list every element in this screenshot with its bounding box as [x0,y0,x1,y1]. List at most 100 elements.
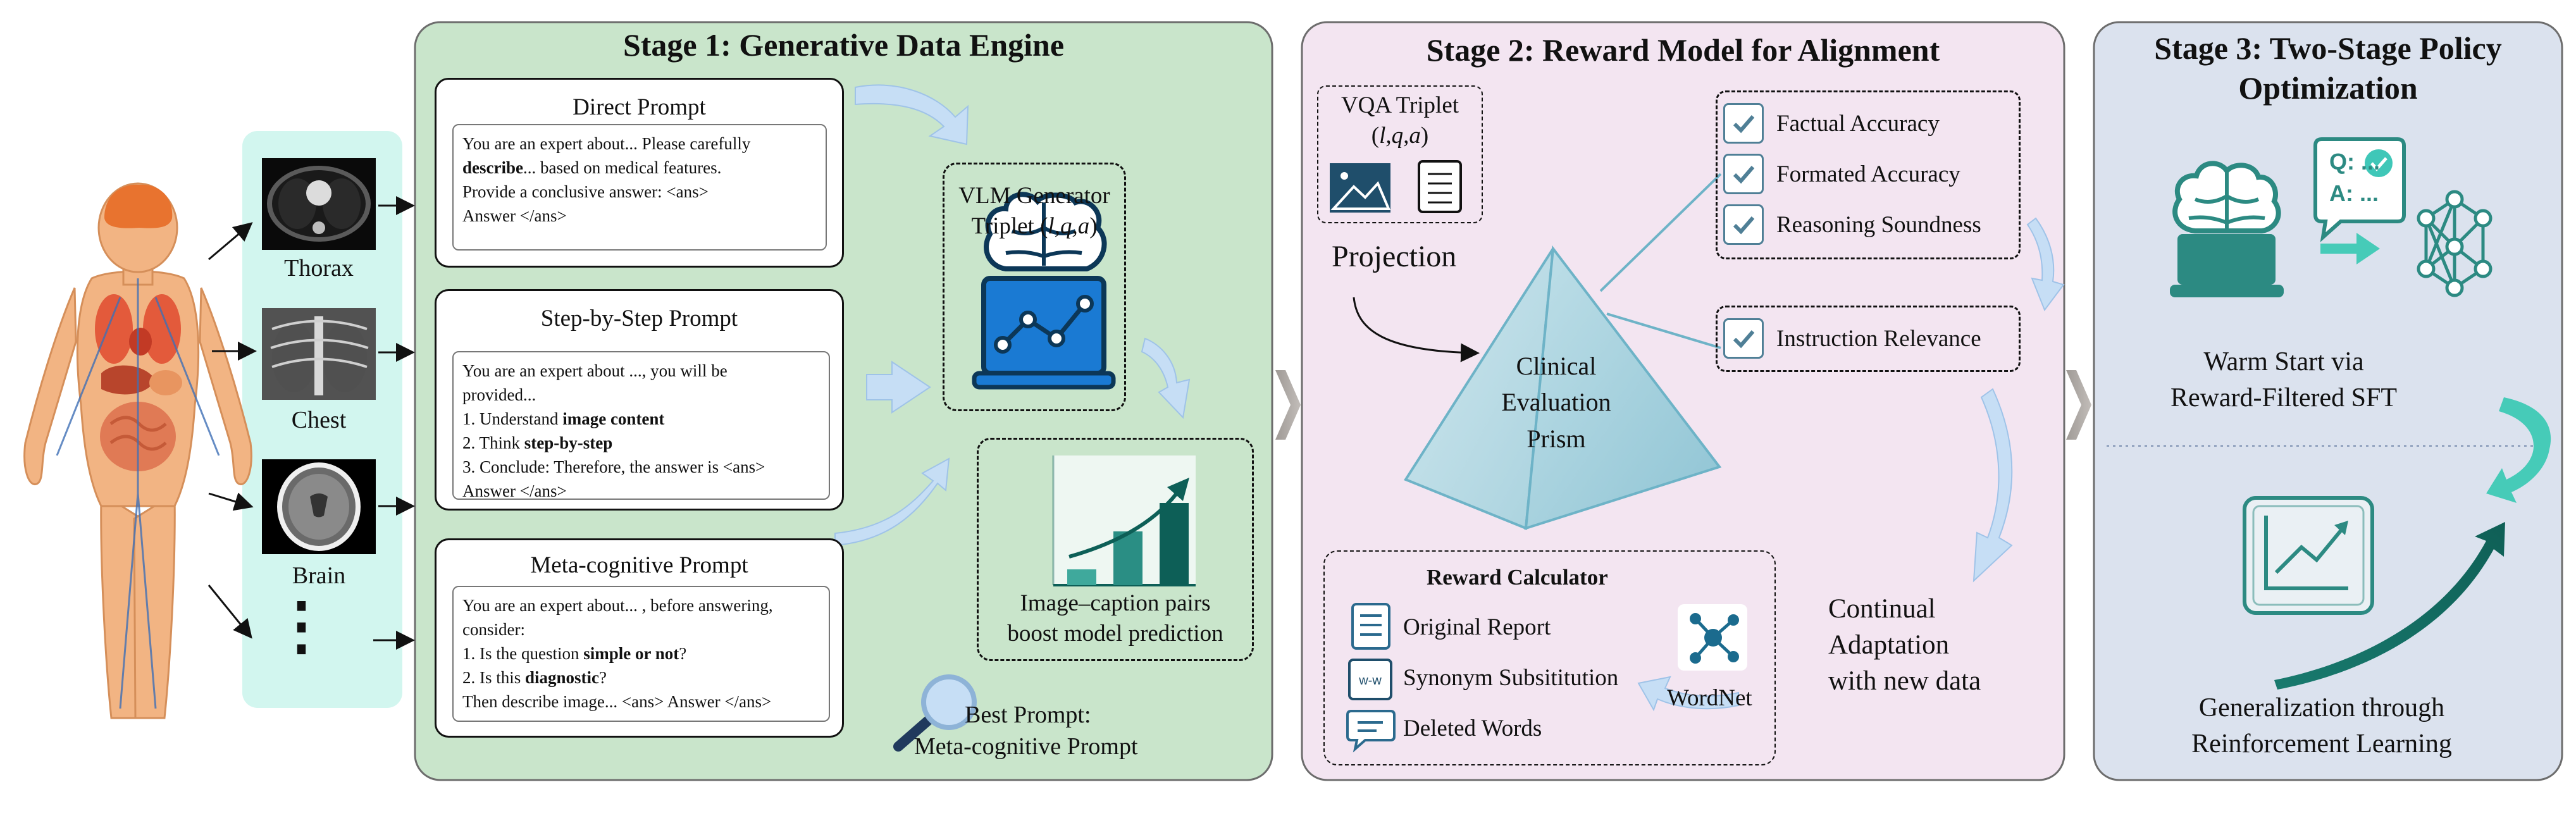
wordnet-network-icon [1678,604,1747,671]
prompt-text: 2. Think [462,433,524,452]
prompt-keyword: step-by-step [524,433,613,452]
instruction-relevance-box [1716,306,2021,372]
chest-xray-image [262,308,376,400]
vqa-triplet-box [1317,85,1483,223]
stage-chevron [2066,370,2091,440]
check-icon [1723,204,1764,245]
bubble-question: Q: ... [2329,149,2380,175]
warm-start-line-2: Reward-Filtered SFT [2170,383,2398,412]
prompt-text: 1. Understand [462,409,563,428]
best-prompt-label: Best Prompt: [965,702,1091,728]
direct-prompt-text: You are an expert about... Please carefu… [452,124,827,251]
criterion-factual-accuracy: Factual Accuracy [1723,103,1940,144]
vlm-generator-label: VLM Generator [958,183,1110,209]
prompt-keyword: diagnostic [525,668,600,687]
bubble-answer: A: ... [2329,180,2379,206]
meta-prompt-title: Meta-cognitive Prompt [530,552,748,578]
check-icon [1723,103,1764,144]
prompt-text: You are an expert about ..., you will be [462,361,728,380]
prompt-keyword: describe [462,158,523,177]
prompt-line: 2. Is this diagnostic? [462,666,820,690]
generalization-line-2: Reinforcement Learning [2191,729,2452,759]
prompt-text: Answer </ans> [462,481,567,500]
clinical-evaluation-prism [1404,245,1722,530]
prompt-text: provided... [462,385,536,404]
caption-line-1: Image–caption pairs [1020,590,1211,616]
warm-start-line-1: Warm Start via [2203,347,2364,376]
growth-chart-icon [2243,496,2374,615]
criterion-label: Instruction Relevance [1776,325,1981,352]
organ-label-brain: Brain [292,562,346,589]
prompt-text: 1. Is the question [462,644,584,663]
magnifier-icon [893,674,977,752]
criteria-checklist-box [1716,90,2021,259]
prompt-line: Then describe image... <ans> Answer </an… [462,690,820,714]
image-icon [1330,163,1391,213]
reward-item-synonym: Synonym Subsititution [1403,665,1619,691]
prompt-text: Answer </ans> [462,206,567,225]
prompt-text: Then describe image... <ans> Answer </an… [462,692,772,711]
criterion-formated-accuracy: Formated Accuracy [1723,154,1960,194]
report-icon [1351,603,1390,650]
criterion-reasoning-soundness: Reasoning Soundness [1723,204,1981,245]
prompt-text: ? [679,644,687,663]
step-prompt-text: You are an expert about ..., you will be… [452,351,830,500]
organ-label-thorax: Thorax [284,255,354,282]
neural-network-icon [2417,190,2492,297]
continual-line-1: Continual [1828,594,1936,624]
step-by-step-prompt-card: Step-by-Step Prompt You are an expert ab… [435,289,844,511]
prompt-line: provided... [462,383,820,407]
brain-ct-image [262,459,376,554]
prompt-line: 1. Understand image content [462,407,820,431]
vlm-generator-box [943,163,1126,411]
stage3-title-line-2: Optimization [2238,70,2418,106]
prompt-text: 2. Is this [462,668,526,687]
continual-line-2: Adaptation [1828,630,1950,660]
vqa-triplet-label: VQA Triplet [1341,92,1459,118]
prompt-line: Provide a conclusive answer: <ans> [462,180,817,204]
prompt-line: 1. Is the question simple or not? [462,641,820,666]
chat-delete-icon [1346,710,1396,753]
prompt-text: ? [599,668,607,687]
reward-calculator-box [1323,550,1776,765]
prompt-line: describe... based on medical features. [462,156,817,180]
best-prompt-value: Meta-cognitive Prompt [914,733,1138,760]
prompt-line: You are an expert about... Please carefu… [462,132,817,156]
check-icon [1723,318,1764,359]
criterion-instruction-relevance: Instruction Relevance [1723,318,1981,359]
prompt-keyword: simple or not [583,644,679,663]
caption-line-2: boost model prediction [1007,621,1223,647]
document-icon [1418,160,1462,213]
check-icon [1723,154,1764,194]
criterion-label: Formated Accuracy [1776,161,1960,187]
stage3-title-line-1: Stage 3: Two-Stage Policy [2154,30,2502,66]
prompt-text: 3. Conclude: Therefore, the answer is <a… [462,457,765,476]
prompt-line: You are an expert about... , before answ… [462,593,820,617]
prompt-line: consider: [462,617,820,641]
prompt-line: Answer </ans> [462,479,820,503]
prompt-line: 3. Conclude: Therefore, the answer is <a… [462,455,820,479]
vqa-triplet-vars: (l,q,a) [1371,123,1429,149]
wordnet-label: WordNet [1667,685,1752,711]
vlm-triplet-label: Triplet (l,q,a) [971,213,1098,239]
flow-arrow [1637,217,2065,712]
svg-text:w-w: w-w [1358,674,1382,688]
criterion-label: Factual Accuracy [1776,110,1940,137]
prompt-text: Provide a conclusive answer: <ans> [462,182,709,201]
left-organ-panel [242,131,402,708]
thorax-ct-image [262,158,376,250]
prompt-line: Answer </ans> [462,204,817,228]
more-organs-ellipsis: ⋮ [269,591,333,661]
criterion-label: Reasoning Soundness [1776,211,1981,238]
projection-label: Projection [1332,240,1457,273]
meta-prompt-text: You are an expert about... , before answ… [452,586,830,722]
direct-prompt-title: Direct Prompt [573,94,706,120]
direct-prompt-card: Direct Prompt You are an expert about...… [435,78,844,268]
brain-laptop-icon [2170,161,2284,297]
reward-item-original-report: Original Report [1403,614,1551,640]
stage1-title: Stage 1: Generative Data Engine [622,27,1065,63]
flow-arrow [2486,397,2551,503]
meta-cognitive-prompt-card: Meta-cognitive Prompt You are an expert … [435,538,844,738]
generalization-line-1: Generalization through [2198,693,2445,722]
prompt-text: consider: [462,620,525,639]
